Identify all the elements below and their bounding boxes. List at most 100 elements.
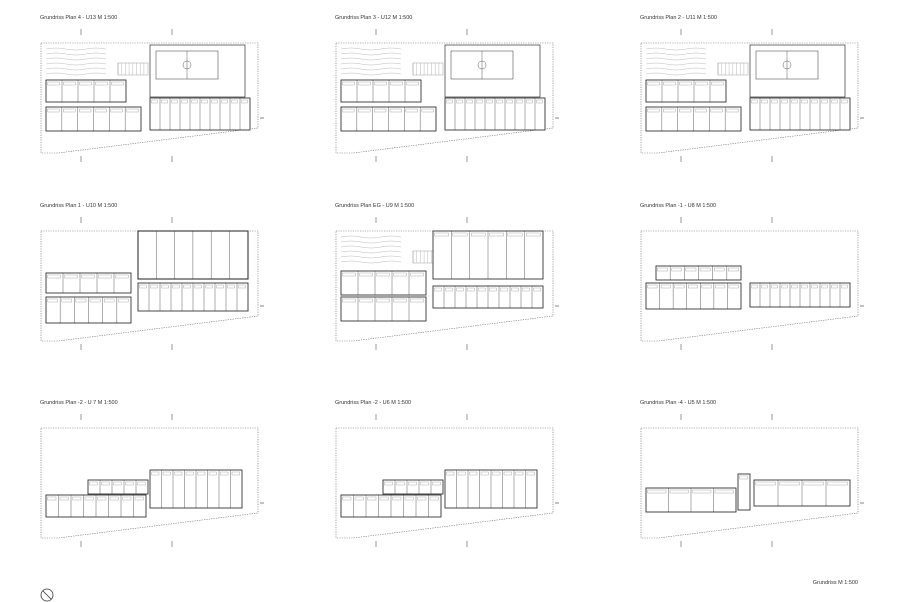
floor-plan-title: Grundriss Plan 1 - U10 M 1:500 (40, 203, 118, 209)
furniture (699, 267, 711, 272)
furniture (126, 108, 139, 113)
furniture (47, 274, 61, 279)
furniture (396, 481, 405, 486)
furniture (81, 274, 95, 279)
furniture (791, 284, 798, 289)
terrain-hatch (645, 52, 707, 56)
furniture (342, 272, 356, 277)
site-boundary (640, 42, 859, 154)
furniture (47, 108, 60, 113)
furniture (161, 99, 168, 104)
furniture (496, 99, 503, 104)
furniture (115, 274, 129, 279)
terrain-hatch (645, 47, 707, 51)
court-circle (782, 60, 792, 70)
furniture (647, 108, 660, 113)
terrain-hatch (45, 47, 107, 51)
furniture (456, 287, 464, 292)
furniture (679, 81, 692, 86)
building-wing (340, 79, 422, 103)
furniture (134, 496, 144, 501)
furniture (376, 298, 390, 303)
floor-plan-panel: Grundriss Plan EG - U9 M 1:500 (333, 203, 573, 363)
gym-outline (444, 44, 541, 98)
terrain-hatch (340, 240, 402, 244)
terrain-hatch (45, 62, 107, 66)
furniture (342, 81, 355, 86)
floor-plan-panel: Grundriss Plan -2 - U6 M 1:500 (333, 400, 573, 560)
furniture (711, 81, 724, 86)
terrain-hatch (340, 255, 402, 259)
furniture (801, 284, 808, 289)
floor-plan-title: Grundriss Plan 2 - U11 M 1:500 (640, 15, 717, 21)
furniture (94, 108, 107, 113)
furniture (221, 99, 228, 104)
furniture (171, 99, 178, 104)
furniture (367, 496, 377, 501)
furniture (404, 496, 414, 501)
furniture (59, 496, 69, 501)
court-circle (182, 60, 192, 70)
building-wing (340, 296, 427, 322)
floor-plan-title: Grundriss Plan -2 - U 7 M 1:500 (40, 400, 118, 406)
furniture (111, 81, 124, 86)
furniture (47, 81, 60, 86)
furniture (755, 481, 776, 486)
furniture (831, 284, 838, 289)
furniture (72, 496, 82, 501)
site-boundary (640, 230, 859, 342)
furniture (663, 108, 676, 113)
floor-plan-title: Grundriss Plan -1 - U8 M 1:500 (640, 203, 717, 209)
furniture (162, 471, 171, 476)
floor-plan-panel: Grundriss Plan -2 - U 7 M 1:500 (38, 400, 278, 560)
furniture (841, 99, 848, 104)
furniture (342, 496, 352, 501)
furniture (408, 481, 417, 486)
furniture (714, 489, 734, 494)
furniture (421, 108, 434, 113)
furniture (503, 471, 512, 476)
furniture (695, 81, 708, 86)
furniture (98, 274, 112, 279)
furniture (821, 284, 828, 289)
furniture (118, 298, 129, 303)
furniture (739, 475, 748, 480)
furniture (456, 99, 463, 104)
terrain-hatch (340, 67, 402, 71)
furniture (714, 267, 725, 272)
furniture (104, 298, 115, 303)
furniture (420, 481, 429, 486)
furniture (241, 99, 248, 104)
site-boundary (640, 427, 859, 539)
furniture (446, 99, 453, 104)
furniture (679, 108, 692, 113)
furniture (95, 81, 108, 86)
furniture (393, 272, 407, 277)
furniture (359, 298, 373, 303)
furniture (522, 287, 530, 292)
furniture (663, 81, 676, 86)
furniture (231, 99, 238, 104)
furniture (811, 99, 818, 104)
furniture (342, 108, 355, 113)
furniture (771, 99, 778, 104)
floor-plan-title: Grundriss Plan 3 - U12 M 1:500 (335, 15, 413, 21)
furniture (89, 481, 98, 486)
terrain-hatch (45, 72, 107, 76)
furniture (446, 471, 455, 476)
terrain-hatch (45, 67, 107, 71)
furniture (227, 284, 235, 289)
furniture (841, 284, 848, 289)
building-wing (737, 473, 751, 511)
terrain-hatch (340, 245, 402, 249)
furniture (457, 471, 466, 476)
furniture (715, 284, 726, 289)
furniture (61, 298, 72, 303)
floor-plan-panel: Grundriss Plan -1 - U8 M 1:500 (638, 203, 878, 363)
furniture (191, 99, 198, 104)
furniture (445, 287, 453, 292)
furniture (432, 481, 441, 486)
furniture (79, 81, 92, 86)
furniture (84, 496, 94, 501)
building-wing (45, 79, 127, 103)
